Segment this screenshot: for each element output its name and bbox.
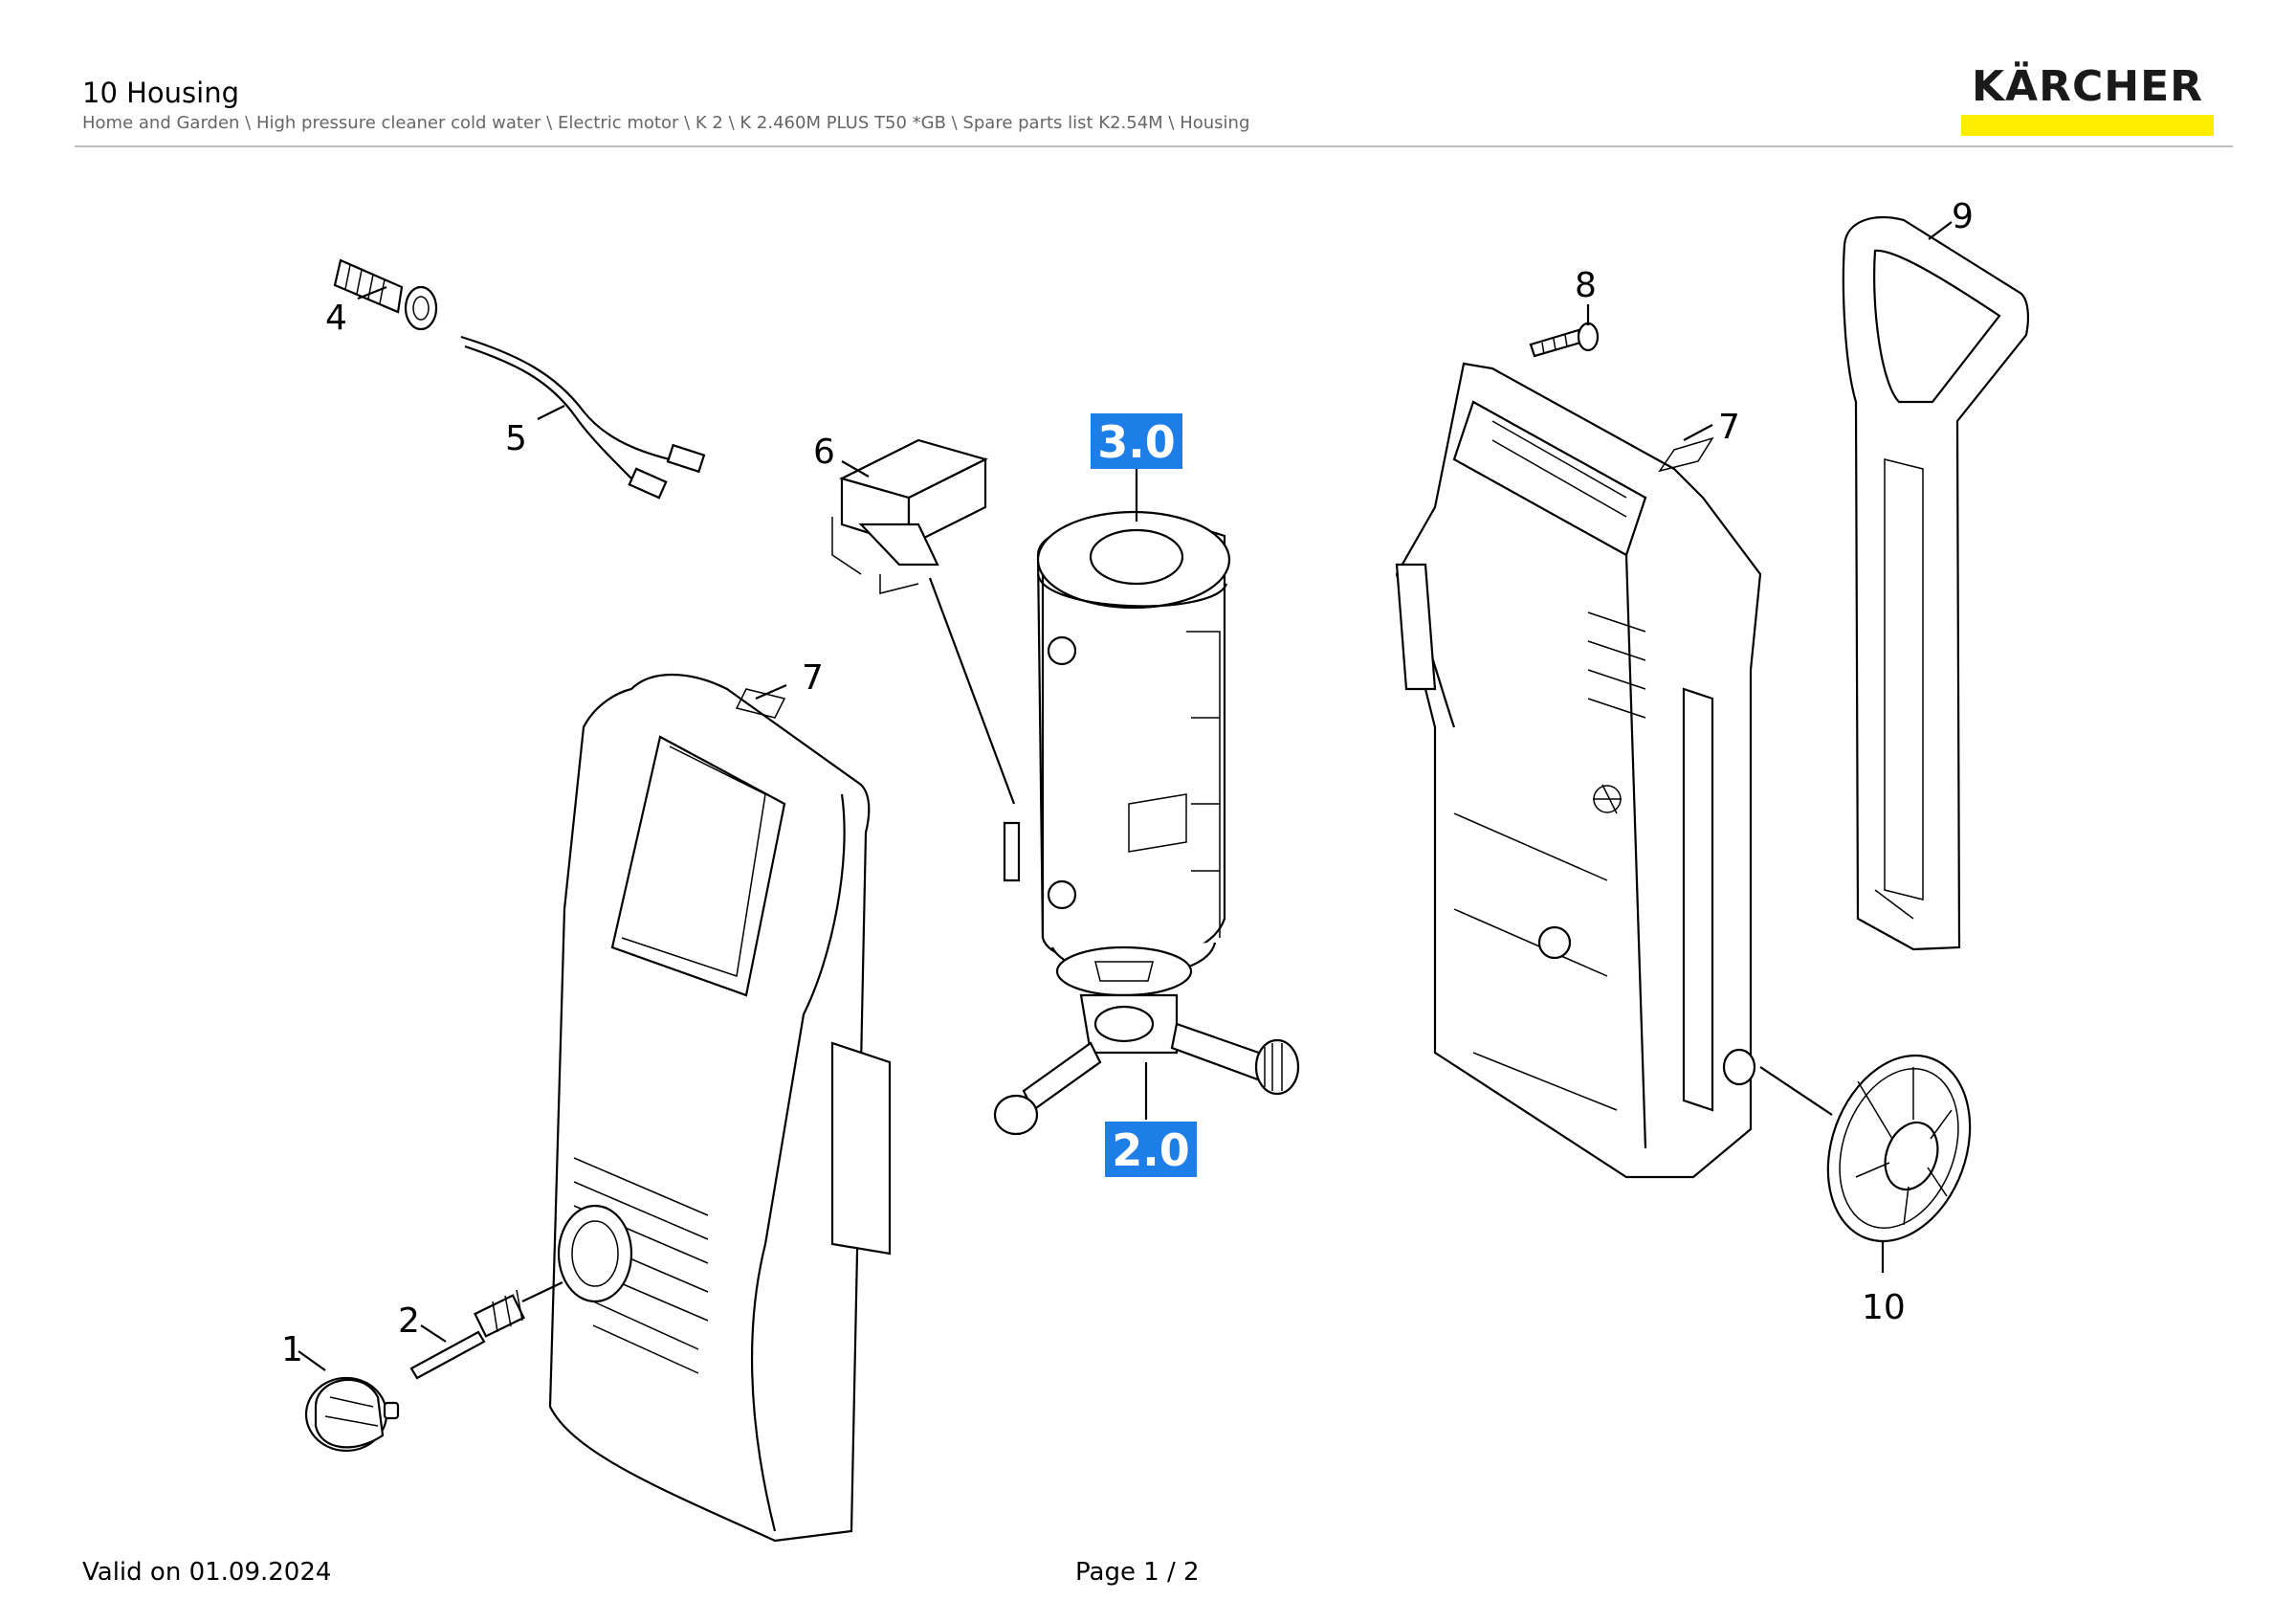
breadcrumb: Home and Garden \ High pressure cleaner … bbox=[82, 113, 1250, 133]
callout-4: 4 bbox=[325, 299, 347, 338]
callout-1: 1 bbox=[281, 1330, 303, 1369]
page-number: Page 1 / 2 bbox=[1075, 1558, 1200, 1587]
valid-date: Valid on 01.09.2024 bbox=[82, 1558, 332, 1587]
callout-8: 8 bbox=[1575, 266, 1597, 305]
callout-9: 9 bbox=[1952, 197, 1974, 236]
karcher-logo: KÄRCHER bbox=[1961, 63, 2214, 136]
part-1-knob bbox=[304, 1376, 400, 1453]
leader-1 bbox=[298, 1350, 326, 1371]
leader-4 bbox=[357, 285, 387, 300]
logo-text: KÄRCHER bbox=[1971, 62, 2204, 111]
part-7-front-housing bbox=[548, 674, 892, 1543]
part-4-cable-gland bbox=[333, 258, 438, 331]
badge-3-0-link[interactable]: 3.0 bbox=[1091, 413, 1182, 469]
leader-5 bbox=[537, 405, 565, 420]
callout-2: 2 bbox=[398, 1301, 420, 1341]
header-divider bbox=[75, 145, 2233, 147]
page-title: 10 Housing bbox=[82, 77, 240, 109]
leader-2 bbox=[420, 1324, 447, 1343]
callout-7b: 7 bbox=[1718, 408, 1740, 447]
part-10-wheel bbox=[1759, 1054, 1972, 1243]
part-5-cable bbox=[460, 335, 706, 500]
leader-7b bbox=[1683, 424, 1713, 441]
badge-2-0-label: 2.0 bbox=[1112, 1124, 1190, 1176]
part-7-rear-housing bbox=[1395, 362, 1762, 1179]
callout-5: 5 bbox=[505, 419, 527, 458]
callout-7a: 7 bbox=[802, 658, 824, 698]
callout-6: 6 bbox=[813, 433, 835, 472]
badge-3-0-label: 3.0 bbox=[1097, 416, 1176, 468]
part-8-screw bbox=[1529, 322, 1600, 358]
logo-yellow-bar bbox=[1961, 115, 2214, 136]
marker-7b bbox=[1658, 436, 1714, 473]
part-9-handle bbox=[1842, 216, 2029, 951]
badge-2-0-bg bbox=[1105, 1122, 1197, 1177]
part-motor-pump-assembly bbox=[993, 510, 1300, 1136]
badge-2-0-link[interactable]: 2.0 bbox=[1105, 1122, 1197, 1177]
part-2-valve bbox=[409, 1281, 563, 1380]
leader-7a bbox=[755, 683, 787, 700]
badge-3-0-bg bbox=[1091, 413, 1182, 469]
callout-10: 10 bbox=[1862, 1288, 1906, 1327]
leader-6 bbox=[841, 460, 870, 478]
leader-9 bbox=[1928, 221, 1953, 240]
part-6-switch bbox=[831, 438, 1016, 805]
